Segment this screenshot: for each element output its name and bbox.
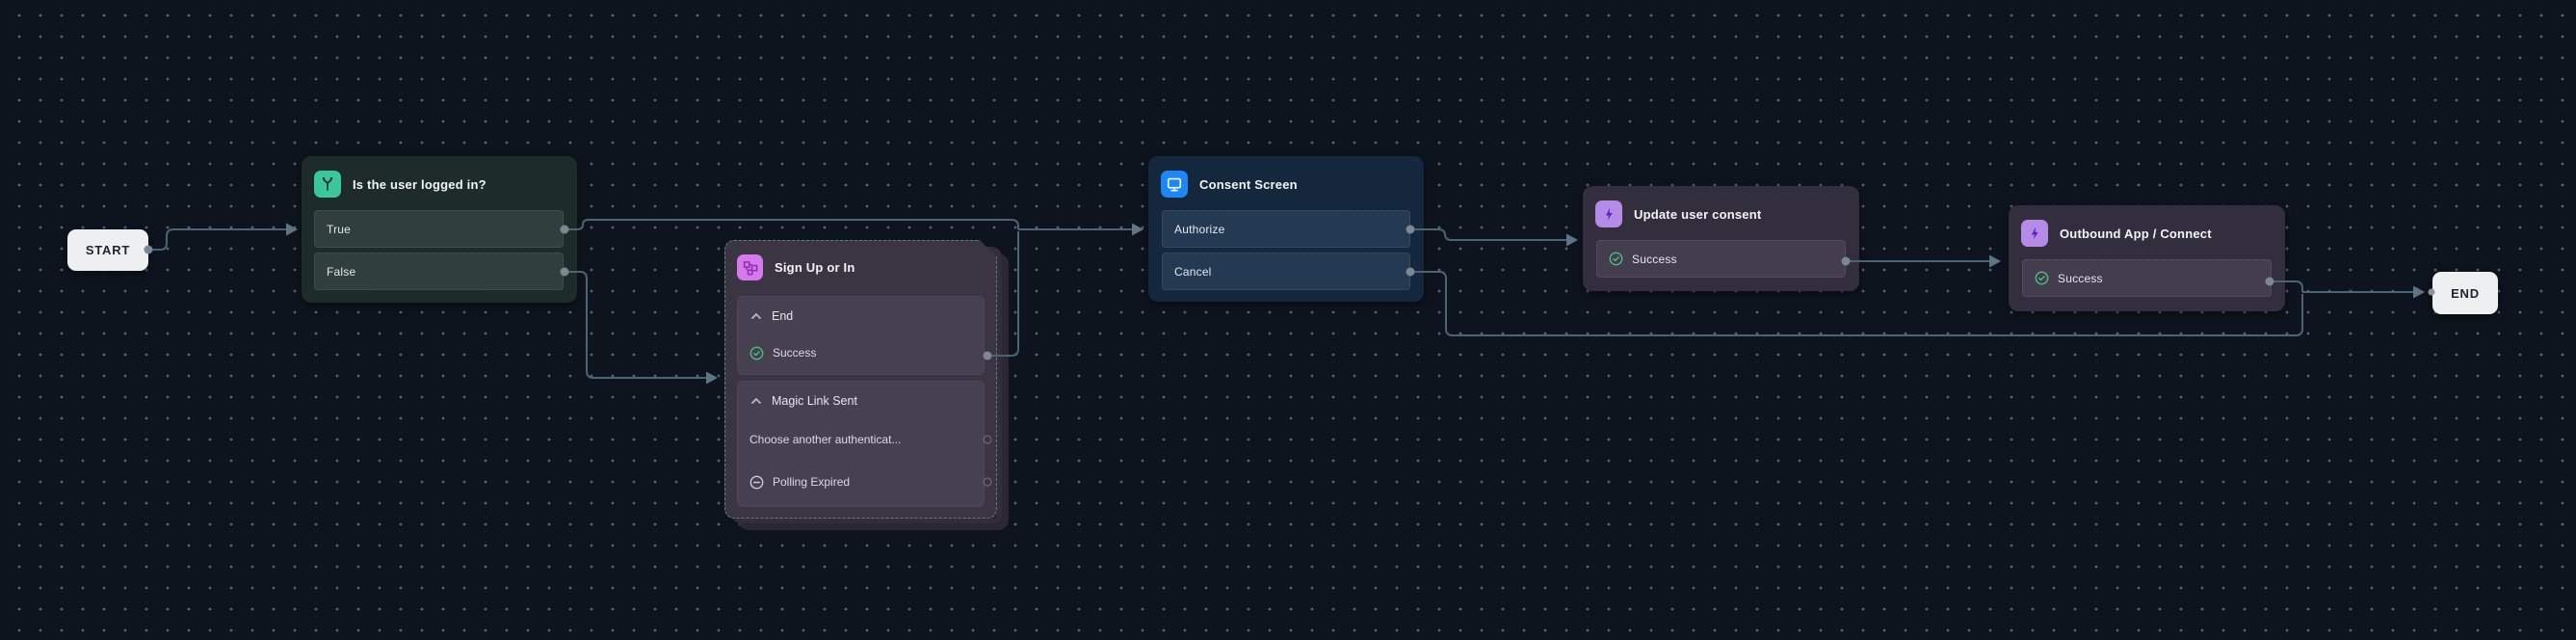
outbound-title: Outbound App / Connect	[2060, 226, 2212, 241]
minus-circle-icon	[749, 475, 764, 490]
outbound-output-row-success[interactable]: Success	[2022, 259, 2272, 297]
arrowhead-into-consent	[1132, 223, 1143, 236]
node-update-user-consent[interactable]: Update user consent Success	[1583, 186, 1859, 291]
signup-success-label: Success	[773, 346, 817, 360]
arrowhead-into-update	[1566, 233, 1578, 247]
signup-row-choose-another[interactable]: Choose another authenticat...	[749, 425, 972, 454]
node-start[interactable]: START	[67, 229, 148, 271]
check-circle-icon	[749, 346, 764, 360]
arrowhead-into-outbound	[1989, 254, 2001, 268]
signup-choose-another-label: Choose another authenticat...	[749, 433, 902, 446]
arrowhead-into-signup	[706, 371, 718, 385]
action-bolt-icon	[2021, 220, 2048, 247]
condition-title: Is the user logged in?	[353, 176, 486, 192]
true-label: True	[327, 222, 352, 236]
signup-row-success[interactable]: Success	[749, 338, 972, 367]
arrowhead-into-end	[2413, 285, 2425, 299]
signup-section-magic-link[interactable]: Magic Link Sent Choose another authentic…	[737, 381, 985, 507]
node-outbound-app-connect[interactable]: Outbound App / Connect Success	[2009, 205, 2285, 311]
chevron-up-icon	[749, 310, 763, 322]
edge-false-to-signup	[565, 271, 708, 379]
start-label: START	[85, 243, 131, 257]
node-sign-up-or-in[interactable]: Sign Up or In End Success	[724, 240, 997, 519]
node-end[interactable]: END	[2432, 272, 2498, 314]
screen-icon	[1161, 171, 1188, 198]
check-circle-icon	[2035, 271, 2049, 285]
branch-condition-icon	[314, 171, 341, 198]
edge-authorize-to-update	[1410, 228, 1568, 241]
consent-title: Consent Screen	[1199, 176, 1298, 192]
end-label: END	[2451, 285, 2480, 301]
action-bolt-icon	[1595, 200, 1622, 227]
subflow-screens-icon	[737, 254, 763, 280]
outbound-success-label: Success	[2058, 271, 2103, 285]
node-condition-is-user-logged-in[interactable]: Is the user logged in? True False	[302, 156, 577, 303]
condition-output-row-true[interactable]: True	[314, 210, 564, 248]
update-success-label: Success	[1632, 252, 1677, 266]
signup-title: Sign Up or In	[775, 260, 855, 275]
outbound-header: Outbound App / Connect	[2009, 205, 2285, 247]
update-consent-title: Update user consent	[1634, 206, 1762, 222]
false-label: False	[327, 264, 356, 279]
authorize-label: Authorize	[1174, 222, 1225, 236]
consent-header: Consent Screen	[1148, 156, 1424, 198]
signup-section-end[interactable]: End Success	[737, 296, 985, 375]
node-consent-screen[interactable]: Consent Screen Authorize Cancel	[1148, 156, 1424, 302]
signup-section-magic-link-header[interactable]: Magic Link Sent	[749, 390, 972, 412]
consent-output-row-cancel[interactable]: Cancel	[1162, 253, 1410, 290]
cancel-label: Cancel	[1174, 264, 1212, 279]
signup-section-end-header[interactable]: End	[749, 306, 972, 327]
signup-magic-link-label: Magic Link Sent	[772, 394, 857, 408]
edge-true-out	[565, 219, 1019, 230]
condition-output-row-false[interactable]: False	[314, 253, 564, 290]
check-circle-icon	[1609, 252, 1623, 266]
condition-header: Is the user logged in?	[302, 156, 577, 198]
signup-end-label: End	[772, 309, 794, 323]
update-output-row-success[interactable]: Success	[1596, 240, 1846, 278]
signup-row-polling-expired[interactable]: Polling Expired	[749, 467, 972, 496]
update-consent-header: Update user consent	[1583, 186, 1859, 227]
signup-polling-expired-label: Polling Expired	[773, 475, 851, 489]
edge-start-to-condition	[148, 228, 287, 251]
signup-header: Sign Up or In	[725, 241, 996, 280]
arrowhead-into-condition	[286, 223, 298, 236]
consent-output-row-authorize[interactable]: Authorize	[1162, 210, 1410, 248]
chevron-up-icon	[749, 395, 763, 407]
